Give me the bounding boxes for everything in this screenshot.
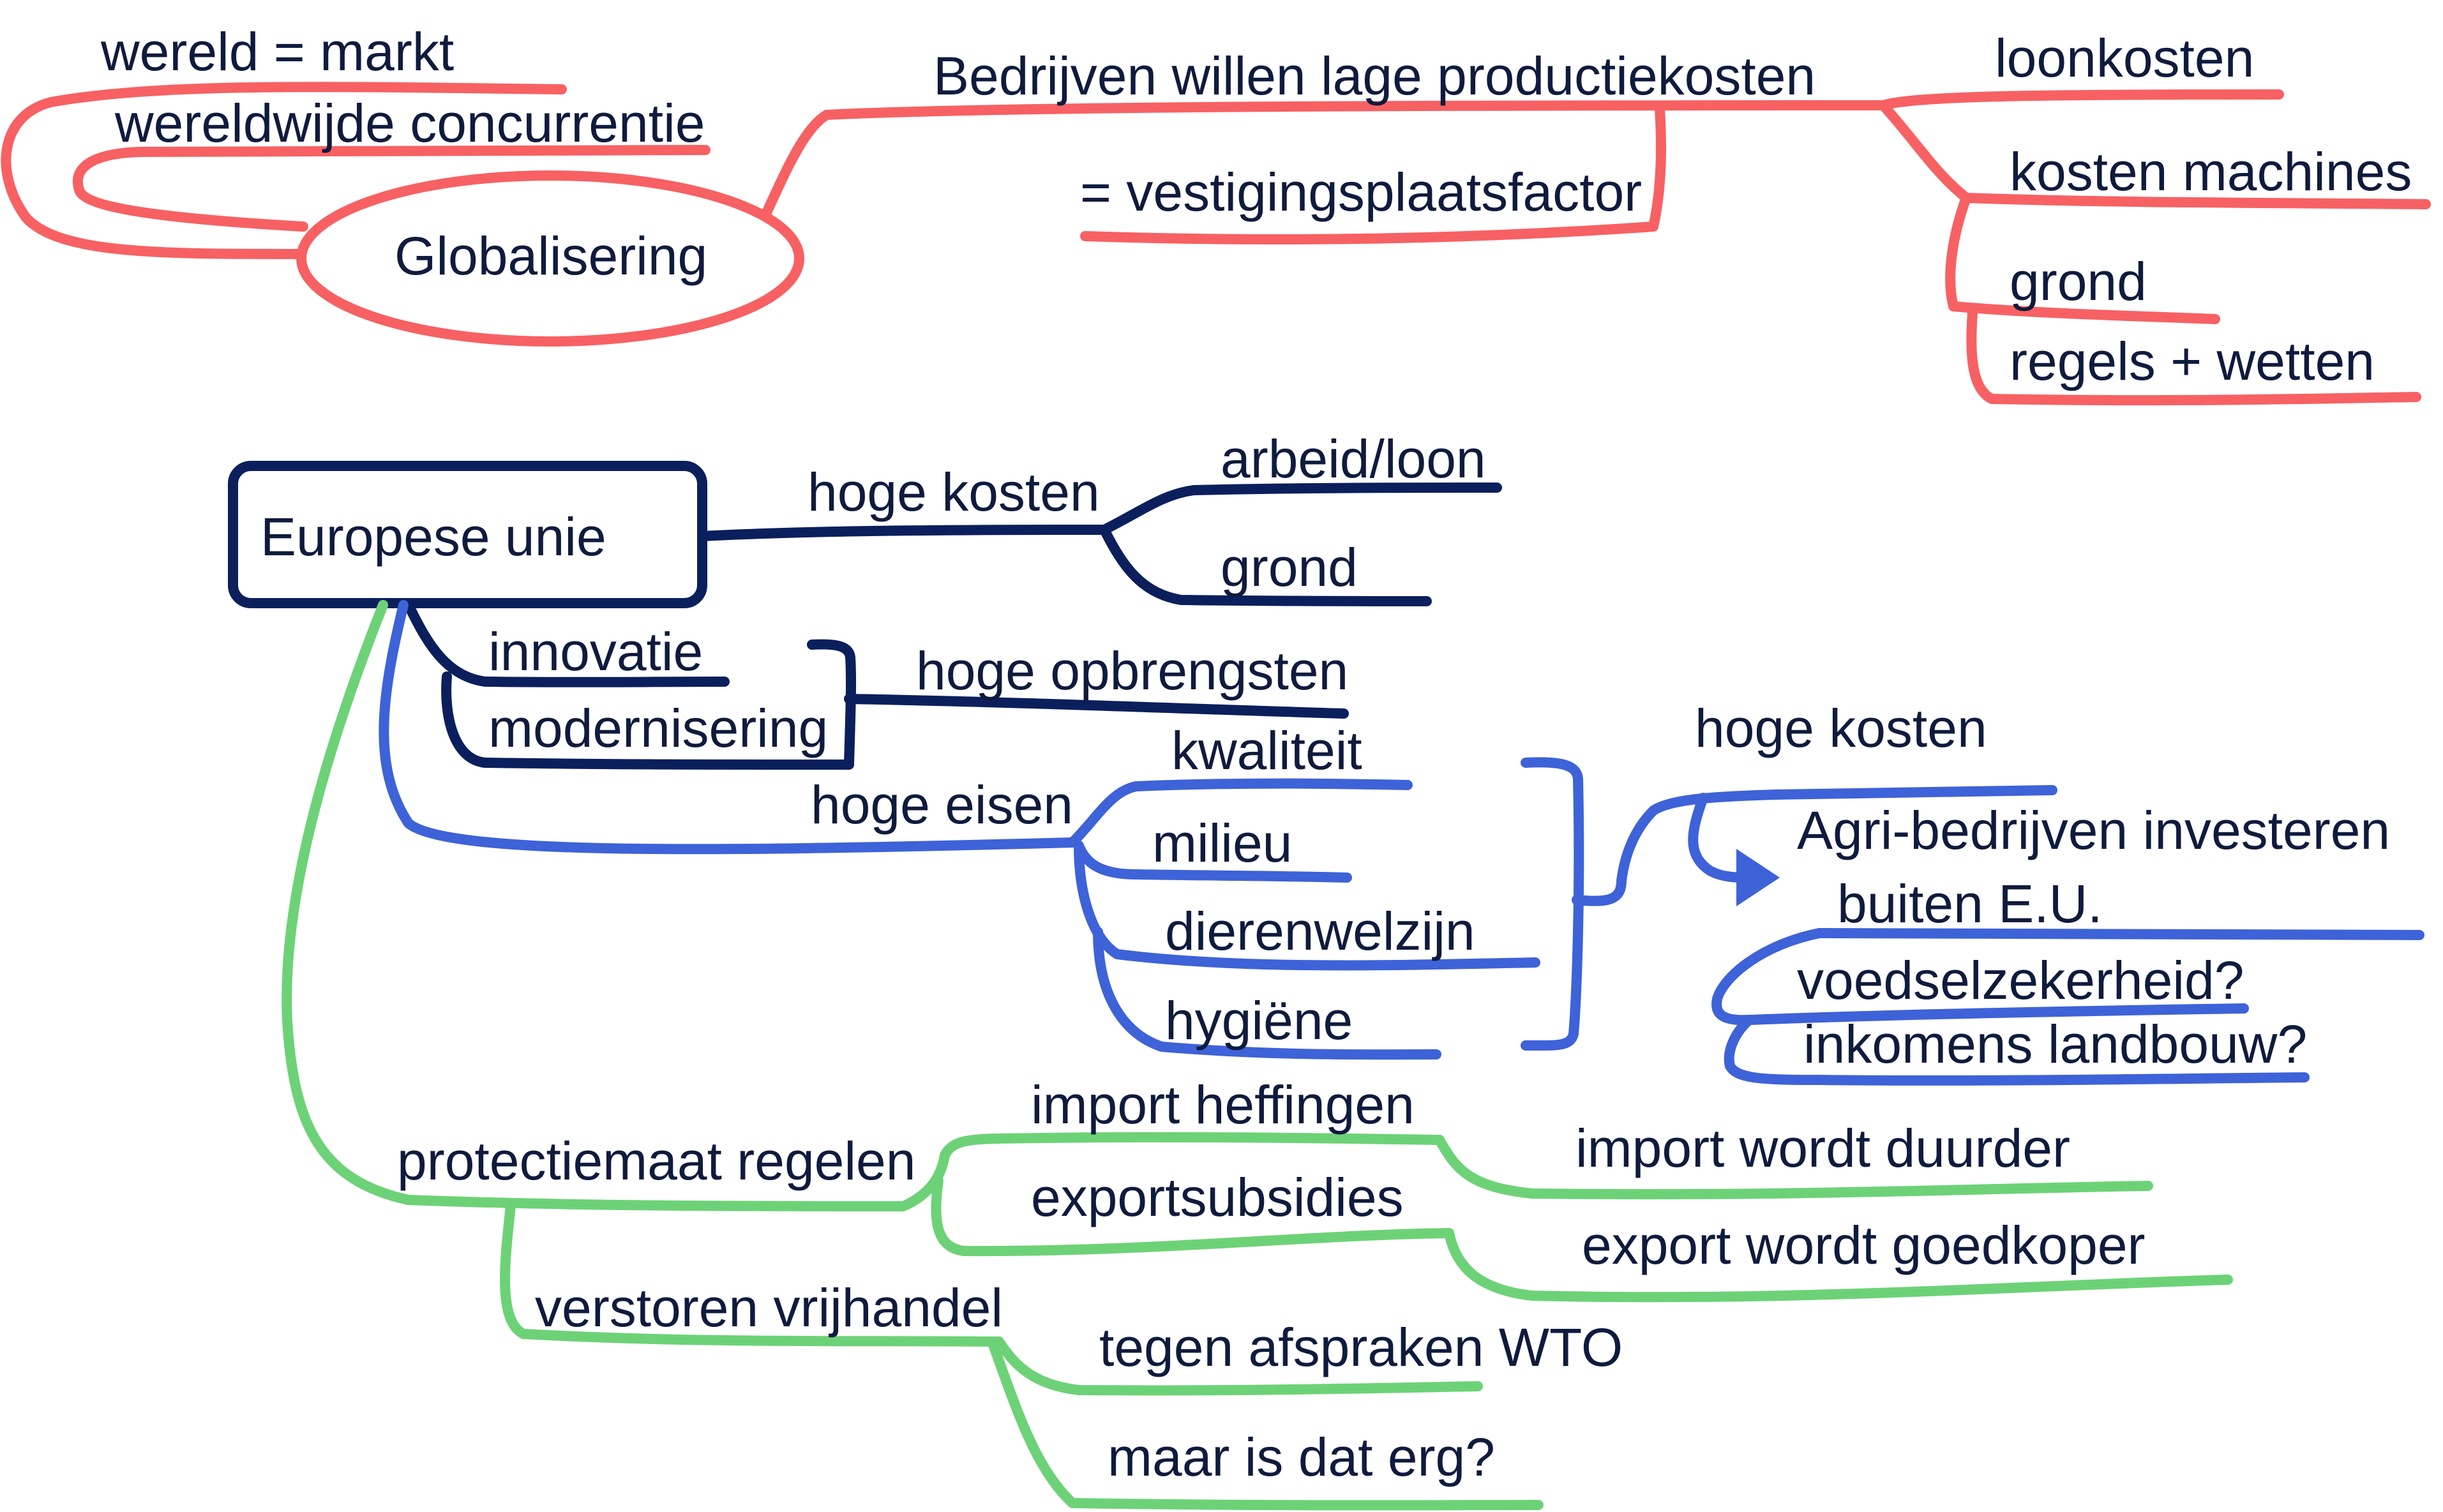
grond-eu-label: grond [1221,537,1358,597]
eisen-branch: hoge eisen kwaliteit milieu dierenwelzij… [379,600,2424,1086]
buiten-eu-label: buiten E.U. [1837,874,2103,934]
loop-to-concurrentie [72,145,710,232]
opbrengsten-bracket [807,639,857,768]
loop-to-wereld-markt [1,82,567,259]
arrow-head [1736,849,1780,906]
wto-label: tegen afspraken WTO [1099,1317,1623,1377]
import-heffingen-label: import heffingen [1031,1075,1415,1135]
link-to-modernisering [441,671,854,770]
link-to-loonkosten [1878,89,2284,110]
link-to-milieu [1074,841,1352,883]
factor-grond: grond [2010,251,2147,311]
kwaliteit-label: kwaliteit [1171,721,1362,781]
investeren-label: Agri-bedrijven investeren [1797,800,2390,860]
exportsubsidies-label: exportsubsidies [1031,1167,1404,1227]
link-to-wto [994,1336,1483,1396]
link-to-grond-red [1945,193,2220,324]
link-to-kwaliteit [1067,778,1413,848]
link-to-export-effect [1444,1228,2233,1303]
link-to-export [931,1176,1454,1257]
protectie-branch: protectiemaat regelen import heffingen i… [282,600,2233,1511]
factor-kosten-machines: kosten machines [2010,142,2412,202]
export-effect-label: export wordt goedkoper [1582,1215,2146,1275]
wereld-markt-label: wereld = markt [100,22,454,82]
link-to-import [898,1132,1445,1211]
import-effect-label: import wordt duurder [1575,1118,2070,1178]
dierenwelzijn-label: dierenwelzijn [1165,901,1475,961]
milieu-label: milieu [1152,813,1292,873]
hygiene-label: hygiëne [1165,991,1353,1051]
eu-label: Europese unie [260,507,606,567]
link-to-arbeid-loon [1099,483,1502,535]
hoge-kosten-label: hoge kosten [808,462,1100,522]
hoge-kosten-eisen-label: hoge kosten [1695,698,1987,758]
eisen-label: hoge eisen [811,775,1073,835]
link-to-bedrijven [761,100,1888,219]
link-to-opbrengsten [844,694,1349,719]
modernisering-label: modernisering [488,698,828,758]
arbeid-loon-label: arbeid/loon [1221,429,1486,489]
link-to-innovatie [403,600,730,687]
vestigingsplaats-label: = vestigingsplaatsfactor [1080,162,1642,222]
protectie-label: protectiemaat regelen [397,1131,915,1191]
factor-regels-wetten: regels + wetten [2010,331,2375,391]
inkomens-label: inkomens landbouw? [1803,1014,2307,1074]
voedselzekerheid-label: voedselzekerheid? [1797,950,2244,1010]
link-to-vestigingsplaats [1080,103,1666,244]
arrow-shaft [1688,793,1754,883]
link-to-kosten-machines [1878,100,2431,209]
eisen-bracket [1521,757,1584,1051]
opbrengsten-label: hoge opbrengsten [916,641,1348,701]
link-to-regels [1966,308,2421,406]
link-to-buiten-eu [1814,928,2424,940]
link-to-erg [988,1338,1544,1511]
vrijhandel-label: verstoren vrijhandel [535,1278,1003,1338]
eu-branch: Europese unie hoge kosten arbeid/loon gr… [228,429,1502,770]
bracket-to-hoge-kosten [1572,785,2057,906]
innovatie-label: innovatie [488,622,703,682]
globalisering-label: Globalisering [395,226,707,286]
bedrijven-label: Bedrijven willen lage productiekosten [933,46,1815,106]
erg-label: maar is dat erg? [1108,1427,1495,1487]
concurrentie-label: wereldwijde concurrentie [114,93,705,153]
link-to-grond-navy [1099,525,1432,606]
link-to-import-effect [1434,1135,2153,1200]
link-to-hygiene [1093,927,1441,1060]
link-to-hoge-kosten [697,525,1109,541]
link-to-inkomens [1724,1015,2310,1086]
link-eu-to-protectie [282,600,908,1211]
factor-loonkosten: loonkosten [1995,28,2254,88]
link-to-dierenwelzijn [1074,841,1540,971]
link-to-vrijhandel [500,1201,1004,1347]
globalisering-branch: wereld = markt wereldwijde concurrentie … [1,22,2431,406]
link-eu-to-eisen [379,600,1078,855]
